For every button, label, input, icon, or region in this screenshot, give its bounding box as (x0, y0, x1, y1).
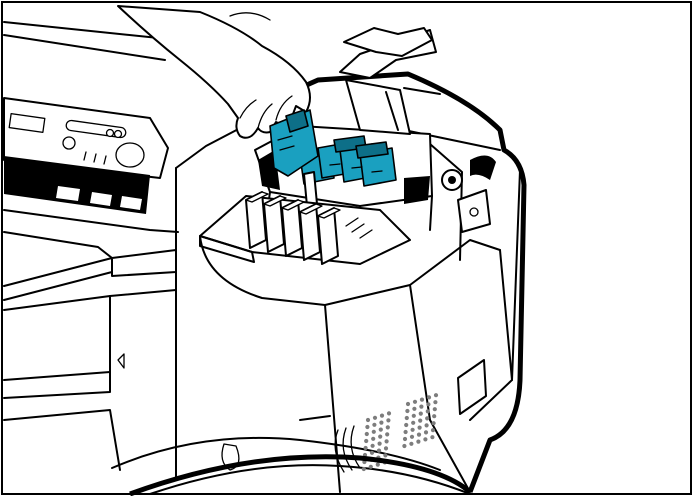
speaker-dot (432, 407, 437, 412)
speaker-dot (423, 430, 429, 435)
speaker-dot (402, 436, 408, 442)
speaker-dot (433, 393, 439, 398)
paper-slot (4, 156, 150, 214)
speaker-dot (404, 415, 409, 421)
printer-cabinet (175, 123, 521, 493)
speaker-dot (386, 411, 392, 416)
speaker-dot (379, 420, 384, 425)
speaker-dot (416, 439, 421, 444)
speaker-dot (378, 434, 383, 439)
speaker-dot (361, 466, 366, 472)
speaker-dot (364, 438, 369, 444)
speaker-dot (371, 429, 376, 434)
speaker-dot (433, 400, 438, 405)
ink-cartridge-slot-top (317, 207, 341, 219)
carriage-housing (129, 71, 527, 496)
speaker-grill-right (402, 393, 439, 449)
speaker-dot (384, 439, 389, 444)
latch-cover-tab (343, 27, 433, 57)
speaker-dot (430, 428, 436, 433)
speaker-dot (376, 448, 382, 453)
speaker-dot (383, 453, 388, 458)
control-buttons (62, 119, 145, 168)
speaker-dot (383, 446, 389, 451)
speaker-dot (430, 435, 435, 440)
speaker-dot (410, 427, 415, 432)
speaker-dot (416, 432, 422, 437)
drop-icon (221, 443, 240, 471)
speaker-dot (369, 450, 375, 455)
speaker-dot (385, 425, 390, 430)
speaker-dot (405, 401, 411, 407)
speaker-dot (379, 413, 385, 418)
speaker-dot (372, 415, 378, 420)
speaker-dot (411, 420, 416, 425)
hand-holding-cartridge (117, 5, 319, 177)
speaker-dot (419, 404, 424, 409)
speaker-dot (378, 427, 383, 432)
side-handle (457, 359, 487, 415)
speaker-dot (372, 422, 377, 427)
speaker-dot (426, 402, 431, 407)
speaker-dot (424, 423, 429, 428)
speaker-dot (370, 443, 375, 448)
speaker-dot (365, 417, 371, 423)
lcd-display (8, 113, 46, 133)
speaker-dot (404, 422, 409, 428)
speaker-dot (371, 436, 376, 441)
speaker-dot (412, 399, 418, 404)
speaker-dot (418, 411, 423, 416)
speaker-dot (409, 434, 415, 439)
speaker-dot (365, 424, 370, 430)
speaker-dot (402, 443, 407, 449)
speaker-dot (419, 397, 425, 402)
speaker-dot (426, 395, 432, 400)
speaker-dot (386, 418, 391, 423)
ink-cartridge-bay (199, 191, 411, 265)
speaker-dot (431, 421, 436, 426)
speaker-dot (423, 437, 428, 442)
speaker-dot (412, 406, 417, 411)
ink-cartridge-slot-top (263, 195, 287, 207)
speaker-dot (417, 425, 422, 430)
power-button (115, 142, 145, 168)
ink-cartridge-slot-top (299, 203, 323, 215)
speaker-dot (425, 416, 430, 421)
speaker-dot (368, 464, 373, 469)
ink-cartridge-slot-top (281, 199, 305, 211)
speaker-dot (385, 432, 390, 437)
round-button (62, 136, 76, 150)
speaker-dot (364, 431, 369, 437)
speaker-dot (432, 414, 437, 419)
speaker-grill-left (361, 411, 392, 472)
speaker-dot (377, 441, 382, 446)
speaker-dot (405, 408, 410, 414)
speaker-dot (403, 429, 408, 435)
speaker-dot (375, 462, 380, 467)
speaker-dot (409, 441, 414, 446)
ink-cartridge-slot-top (245, 191, 269, 203)
speaker-dot (411, 413, 416, 418)
speaker-dot (418, 418, 423, 423)
speaker-dot (363, 445, 368, 451)
speaker-dot (425, 409, 430, 414)
